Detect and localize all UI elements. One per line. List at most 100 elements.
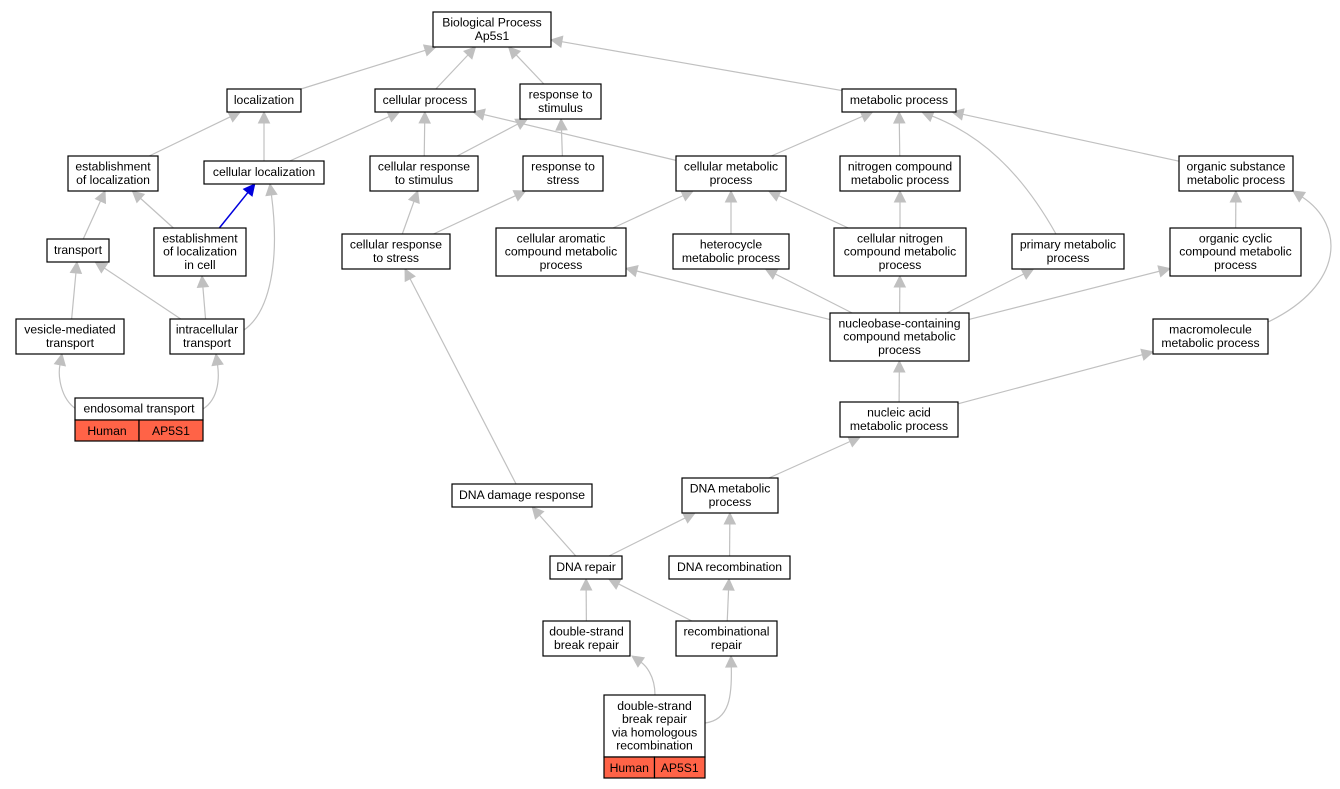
arrowhead bbox=[407, 189, 420, 204]
node-dnadamage[interactable]: DNA damage response bbox=[451, 483, 593, 508]
edge-nucleobase-to-cellarom bbox=[624, 265, 831, 321]
node-label-line: primary metabolic bbox=[1020, 238, 1116, 252]
arrowhead bbox=[531, 506, 545, 520]
node-box bbox=[15, 318, 125, 355]
edge-line bbox=[539, 514, 577, 557]
edge-endo-to-intra bbox=[202, 352, 224, 410]
edge-estloc-to-localization bbox=[148, 111, 242, 157]
arrowhead bbox=[624, 265, 639, 278]
node-dnarepair[interactable]: DNA repair bbox=[549, 555, 623, 580]
node-label-line: nitrogen compound bbox=[848, 160, 952, 174]
node-box bbox=[519, 83, 602, 120]
node-label-line: process bbox=[879, 258, 922, 272]
edge-localization-to-bp bbox=[300, 44, 437, 90]
node-label-line: transport bbox=[183, 336, 232, 350]
edge-cellarom-to-cellmetab bbox=[612, 190, 695, 229]
edge-line bbox=[435, 54, 469, 90]
node-box bbox=[675, 155, 787, 192]
edge-nucleic-to-macro bbox=[957, 348, 1155, 405]
edge-line bbox=[401, 201, 415, 235]
node-transport[interactable]: transport bbox=[46, 238, 110, 263]
edge-line bbox=[771, 115, 863, 157]
edge-orgsub-to-metab bbox=[950, 108, 1180, 162]
edge-estloccell-to-estloc bbox=[131, 190, 174, 229]
arrowhead bbox=[631, 655, 646, 668]
node-label-line: process bbox=[878, 343, 921, 357]
edge-line bbox=[704, 666, 732, 724]
node-label-line: process bbox=[540, 258, 583, 272]
node-cellloc[interactable]: cellular localization bbox=[203, 160, 325, 185]
node-label-line: repair bbox=[711, 638, 742, 652]
node-label-line: transport bbox=[54, 243, 103, 257]
node-box bbox=[374, 88, 476, 113]
node-label-line: Biological Process bbox=[442, 16, 542, 30]
arrowhead bbox=[722, 577, 735, 591]
edge-line bbox=[946, 273, 1024, 314]
node-box bbox=[542, 620, 631, 657]
edge-line bbox=[409, 278, 517, 485]
edge-nucleobase-to-cellnitro bbox=[893, 274, 907, 314]
arrowhead bbox=[472, 108, 486, 121]
node-box bbox=[46, 238, 110, 263]
arrowhead bbox=[53, 352, 67, 367]
node-box bbox=[432, 11, 552, 48]
edge-recomrep-to-dnarepair bbox=[607, 578, 693, 622]
edge-cellnitro-to-nitro bbox=[893, 189, 907, 228]
edge-line bbox=[608, 517, 686, 557]
edge-line bbox=[456, 123, 518, 157]
edge-cellrespstress-to-cellresp bbox=[401, 189, 420, 235]
edge-dnadamage-to-cellrespstress bbox=[404, 268, 517, 485]
node-label-line: metabolic process bbox=[682, 251, 780, 265]
node-label-line: Ap5s1 bbox=[475, 29, 510, 43]
arrowhead bbox=[242, 183, 256, 197]
node-label-line: DNA recombination bbox=[677, 560, 782, 574]
edge-dnametab-to-nucleic bbox=[768, 435, 862, 479]
arrowhead bbox=[94, 261, 109, 274]
node-label-line: break repair bbox=[554, 638, 619, 652]
node-label-line: establishment bbox=[162, 231, 238, 245]
edge-estloccell-to-cellloc bbox=[218, 183, 256, 229]
node-label-line: cellular aromatic bbox=[517, 231, 606, 245]
node-dnarecomb[interactable]: DNA recombination bbox=[668, 555, 791, 580]
node-label-line: in cell bbox=[184, 258, 215, 272]
node-label-line: process bbox=[1047, 251, 1090, 265]
node-localization[interactable]: localization bbox=[226, 88, 302, 113]
edge-line bbox=[148, 116, 231, 157]
edge-line bbox=[1267, 196, 1332, 323]
node-box bbox=[67, 155, 159, 192]
node-box bbox=[839, 401, 959, 438]
arrowhead bbox=[724, 654, 738, 668]
node-cellproc[interactable]: cellular process bbox=[374, 88, 476, 113]
edge-vesicle-to-transport bbox=[69, 260, 83, 320]
node-metab[interactable]: metabolic process bbox=[841, 88, 957, 113]
node-label-line: break repair bbox=[622, 712, 687, 726]
edge-intra-to-estloccell bbox=[196, 274, 210, 320]
node-label-line: metabolic process bbox=[1187, 173, 1285, 187]
